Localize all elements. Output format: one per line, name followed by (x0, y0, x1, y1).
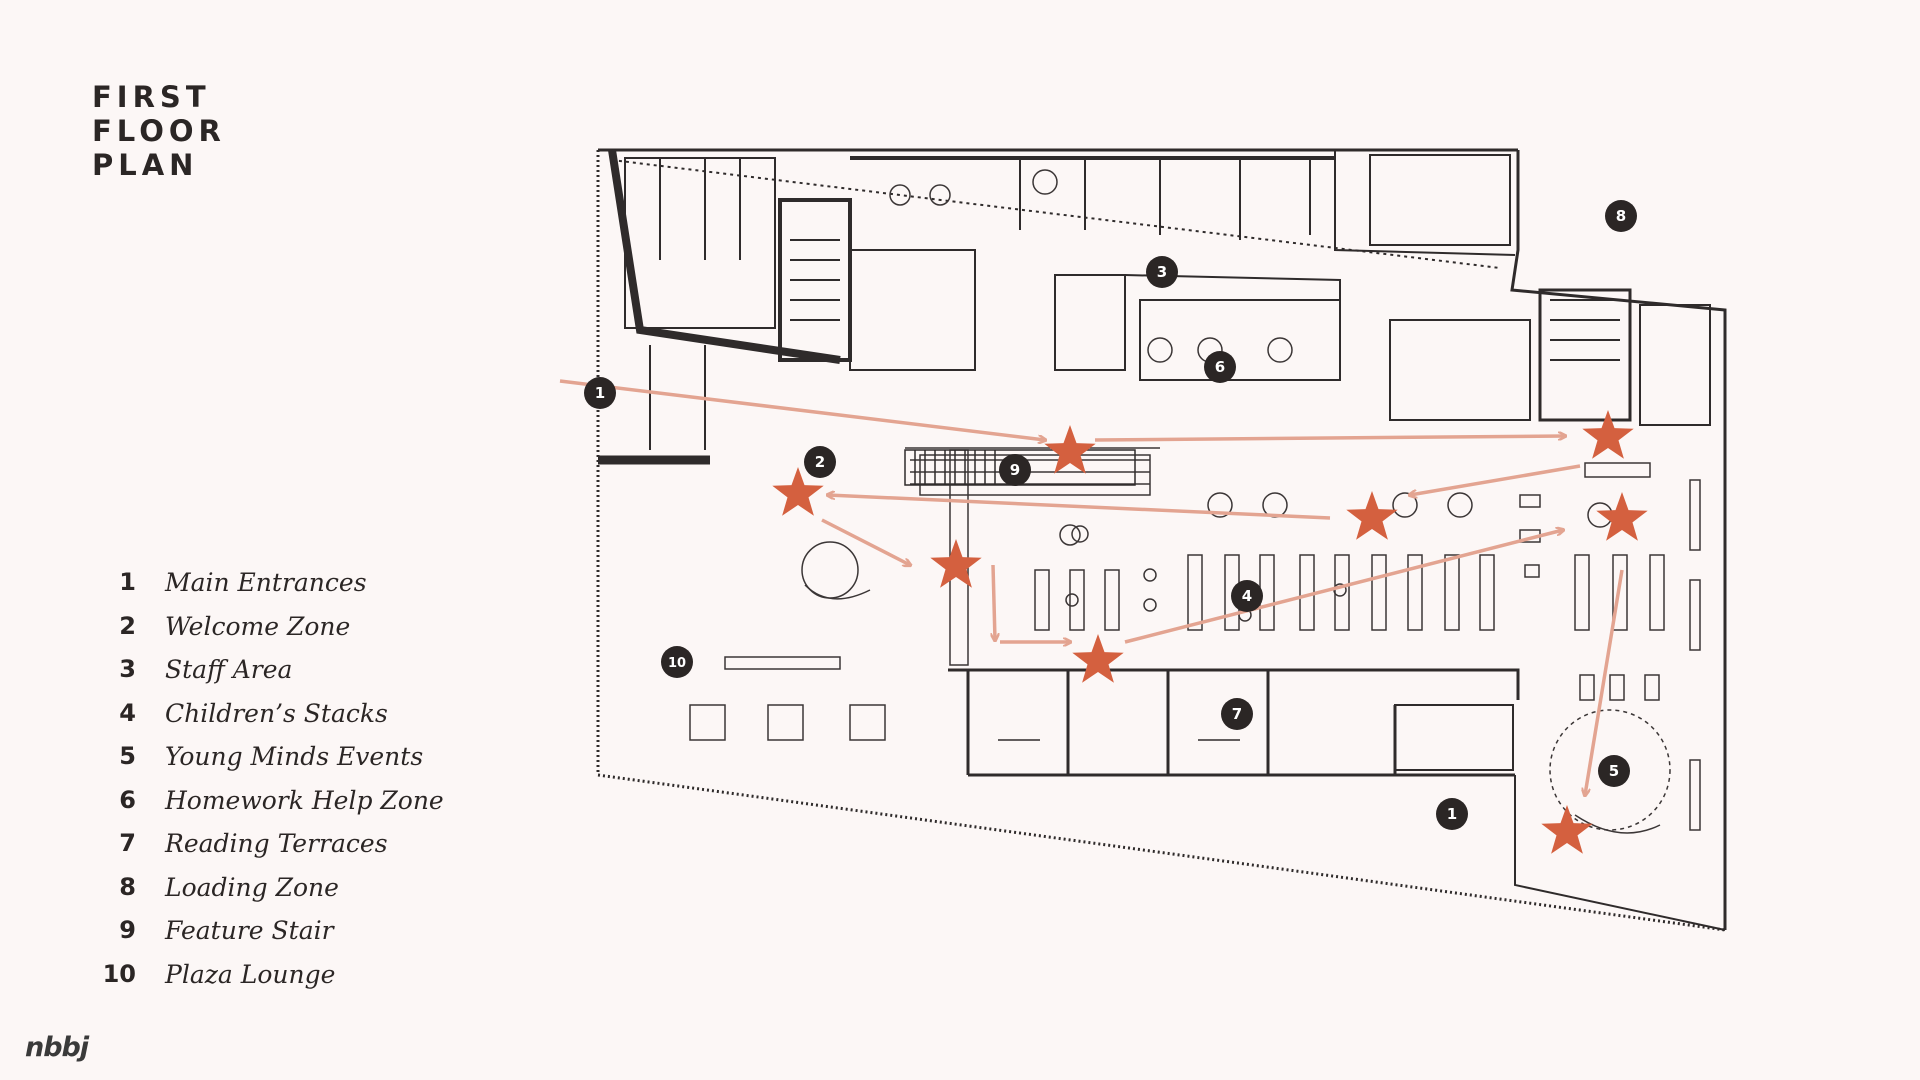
legend-number: 2 (119, 611, 136, 640)
star-icon (930, 539, 982, 588)
marker-label: 5 (1609, 762, 1619, 780)
zone-marker-4: 4 (1231, 580, 1263, 612)
legend-label: Homework Help Zone (165, 785, 444, 815)
legend-number: 7 (119, 829, 136, 857)
legend-number: 3 (119, 655, 136, 683)
plan-markers: 1 2 3 4 5 6 7 8 9 10 1 (584, 200, 1637, 830)
star-icon (1582, 410, 1634, 459)
legend-number: 8 (119, 872, 136, 901)
marker-label: 3 (1157, 263, 1167, 281)
stars (772, 410, 1648, 854)
marker-circle (1436, 798, 1468, 830)
marker-label: 2 (815, 453, 825, 471)
marker-circle (1605, 200, 1637, 232)
star-icon (772, 467, 824, 516)
legend-label: Welcome Zone (165, 611, 351, 641)
zone-marker-9: 9 (999, 454, 1031, 486)
legend-number: 9 (119, 916, 136, 944)
staff-rooms (624, 150, 1711, 426)
page-title: FIRST FLOOR PLAN (92, 80, 226, 182)
legend-label: Plaza Lounge (165, 959, 336, 989)
marker-label: 1 (595, 384, 605, 402)
marker-label: 4 (1242, 587, 1252, 605)
marker-label: 9 (1010, 461, 1020, 479)
legend-label: Reading Terraces (165, 829, 388, 858)
marker-circle (661, 646, 693, 678)
title-line: FLOOR (92, 114, 226, 148)
marker-label: 10 (668, 656, 686, 671)
star-icon (1541, 805, 1593, 854)
marker-circle (1598, 755, 1630, 787)
zone-marker-8: 8 (1605, 200, 1637, 232)
legend-number: 10 (102, 959, 136, 988)
zone-marker-7: 7 (1221, 698, 1253, 730)
zone-marker-5: 5 (1598, 755, 1630, 787)
marker-circle (584, 377, 616, 409)
marker-circle (999, 454, 1031, 486)
zone-marker-10: 10 (661, 646, 693, 678)
title-line: FIRST (92, 80, 211, 114)
title-line: PLAN (92, 148, 199, 182)
marker-label: 6 (1215, 358, 1225, 376)
legend-label: Main Entrances (165, 568, 367, 597)
star-icon (1044, 425, 1096, 474)
legend-label: Children’s Stacks (165, 698, 388, 728)
brand-logo: nbbj (25, 1032, 89, 1063)
zone-marker-2: 2 (804, 446, 836, 478)
path-arrows (559, 379, 1624, 795)
marker-label: 7 (1232, 705, 1242, 723)
legend-label: Young Minds Events (165, 742, 424, 771)
legend-label: Staff Area (165, 655, 293, 684)
star-icon (1072, 634, 1124, 683)
legend-label: Feature Stair (165, 916, 334, 945)
zone-marker-6: 6 (1204, 351, 1236, 383)
marker-circle (1204, 351, 1236, 383)
marker-circle (1146, 256, 1178, 288)
legend-number: 4 (119, 698, 136, 727)
marker-circle (1221, 698, 1253, 730)
zone-marker-3: 3 (1146, 256, 1178, 288)
legend-number: 1 (119, 568, 136, 596)
zone-marker-1: 1 (1436, 798, 1468, 830)
building-outline (596, 148, 1727, 932)
marker-circle (804, 446, 836, 478)
marker-circle (1231, 580, 1263, 612)
lower-rooms (948, 668, 1520, 777)
furniture (689, 169, 1701, 834)
legend-label: Loading Zone (165, 872, 339, 902)
zone-marker-1: 1 (584, 377, 616, 409)
legend-number: 5 (119, 742, 136, 770)
star-icon (1346, 491, 1398, 540)
marker-label: 1 (1447, 805, 1457, 823)
star-icon (1596, 492, 1648, 541)
marker-label: 8 (1616, 207, 1626, 225)
legend-number: 6 (119, 785, 136, 814)
